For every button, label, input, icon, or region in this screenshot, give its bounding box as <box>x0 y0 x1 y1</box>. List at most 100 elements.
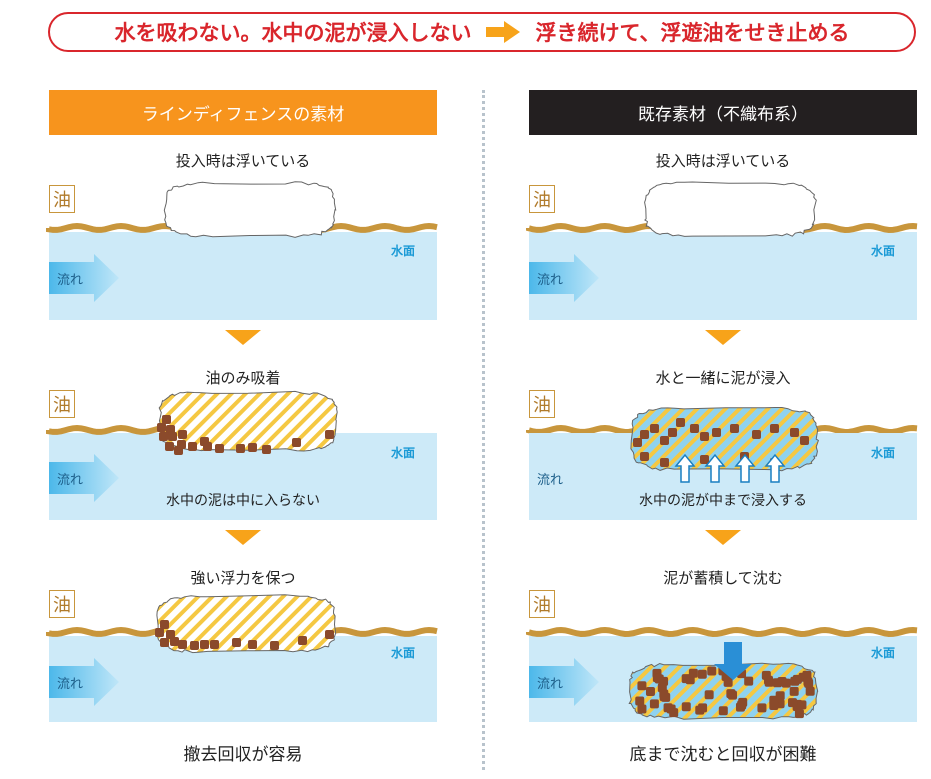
down-triangle-icon <box>225 330 261 345</box>
mud-particle <box>325 630 334 639</box>
mud-particle <box>797 700 807 710</box>
mud-particle <box>726 689 736 699</box>
flow-label: 流れ <box>537 677 564 692</box>
mud-particle <box>188 442 197 451</box>
inner-caption: 水中の泥は中に入らない <box>166 493 320 509</box>
flow-arrow-icon <box>529 254 599 302</box>
stage-caption: 強い浮力を保つ <box>190 569 296 587</box>
mud-particle <box>174 446 183 455</box>
mud-particle <box>668 428 677 437</box>
mud-particle <box>697 669 707 679</box>
mud-particle <box>155 628 164 637</box>
mud-particle <box>681 674 691 684</box>
mud-particle <box>166 630 175 639</box>
water-surface-label: 水面 <box>391 446 416 460</box>
mud-particle <box>700 455 709 464</box>
boom-material <box>156 594 337 654</box>
up-arrow-icon <box>674 453 696 483</box>
up-arrow-icon <box>734 453 756 483</box>
mud-particle <box>688 668 698 678</box>
oil-layer <box>46 424 166 435</box>
mud-particle <box>640 452 649 461</box>
water-surface-label: 水面 <box>871 446 896 460</box>
mud-particle <box>166 425 175 434</box>
headline-left: 水を吸わない。水中の泥が浸入しない <box>114 21 472 45</box>
water-surface-label: 水面 <box>391 646 416 660</box>
mud-particle <box>770 424 779 433</box>
mud-particle <box>232 638 241 647</box>
mud-particle <box>690 424 699 433</box>
mud-particle <box>292 438 301 447</box>
mud-particle <box>210 640 219 649</box>
mud-particle <box>794 709 804 719</box>
mud-particle <box>298 636 307 645</box>
water-surface-label: 水面 <box>871 244 896 258</box>
result-caption: 底まで沈むと回収が困難 <box>629 745 817 765</box>
mud-particle <box>790 676 800 686</box>
mud-particle <box>660 436 669 445</box>
flow-arrow-icon <box>49 454 119 502</box>
mud-particle <box>160 638 169 647</box>
water-surface-label: 水面 <box>391 244 416 258</box>
mud-particle <box>170 637 179 646</box>
oil-label: 油 <box>49 185 75 213</box>
boom-material <box>158 390 338 452</box>
mud-particle <box>718 706 728 716</box>
mud-particle <box>215 444 224 453</box>
mud-particle <box>635 696 645 706</box>
flow-label: 流れ <box>57 273 84 288</box>
mud-particle <box>649 699 659 709</box>
flow-label: 流れ <box>57 473 84 488</box>
divider <box>482 90 485 770</box>
stage-caption: 水と一緒に泥が浸入 <box>655 369 791 387</box>
mud-particle <box>325 430 334 439</box>
mud-particle <box>270 641 279 650</box>
mud-particle <box>681 702 691 712</box>
panel-header: 既存素材（不織布系） <box>529 90 917 135</box>
mud-particle <box>789 686 799 696</box>
oil-label: 油 <box>529 590 555 618</box>
stage-caption: 油のみ吸着 <box>205 369 281 387</box>
mud-particle <box>744 676 754 686</box>
mud-particle <box>752 430 761 439</box>
flow-arrow-icon <box>49 254 119 302</box>
oil-label: 油 <box>529 185 555 213</box>
mud-particle <box>236 444 245 453</box>
boom-material <box>163 181 337 238</box>
up-arrow-icon <box>764 453 786 483</box>
mud-particle <box>650 424 659 433</box>
mud-particle <box>190 641 199 650</box>
inner-caption: 水中の泥が中まで浸入する <box>639 493 807 509</box>
mud-particle <box>200 640 209 649</box>
mud-particle <box>640 430 649 439</box>
mud-particle <box>704 690 714 700</box>
flow-label: 流れ <box>57 677 84 692</box>
mud-particle <box>160 620 169 629</box>
mud-particle <box>698 703 708 713</box>
down-triangle-icon <box>225 530 261 545</box>
mud-particle <box>203 442 212 451</box>
oil-label: 油 <box>49 590 75 618</box>
mud-particle <box>162 415 171 424</box>
oil-label: 油 <box>529 390 555 418</box>
mud-particle <box>262 445 271 454</box>
mud-particle <box>700 432 709 441</box>
stage-caption: 投入時は浮いている <box>655 152 791 170</box>
mud-particle <box>659 689 669 699</box>
arrow-right-icon <box>485 21 522 43</box>
panel-header: ラインディフェンスの素材 <box>49 90 437 135</box>
mud-particle <box>788 698 798 708</box>
mud-particle <box>730 424 739 433</box>
mud-particle <box>248 443 257 452</box>
mud-particle <box>737 700 747 710</box>
mud-particle <box>781 678 791 688</box>
flow-arrow-icon <box>49 658 119 706</box>
down-triangle-icon <box>705 530 741 545</box>
mud-particle <box>248 640 257 649</box>
oil-layer <box>526 626 918 637</box>
up-arrow-icon <box>704 453 726 483</box>
oil-label: 油 <box>49 390 75 418</box>
headline-banner: 水を吸わない。水中の泥が浸入しない 浮き続けて、浮遊油をせき止める <box>48 12 916 52</box>
